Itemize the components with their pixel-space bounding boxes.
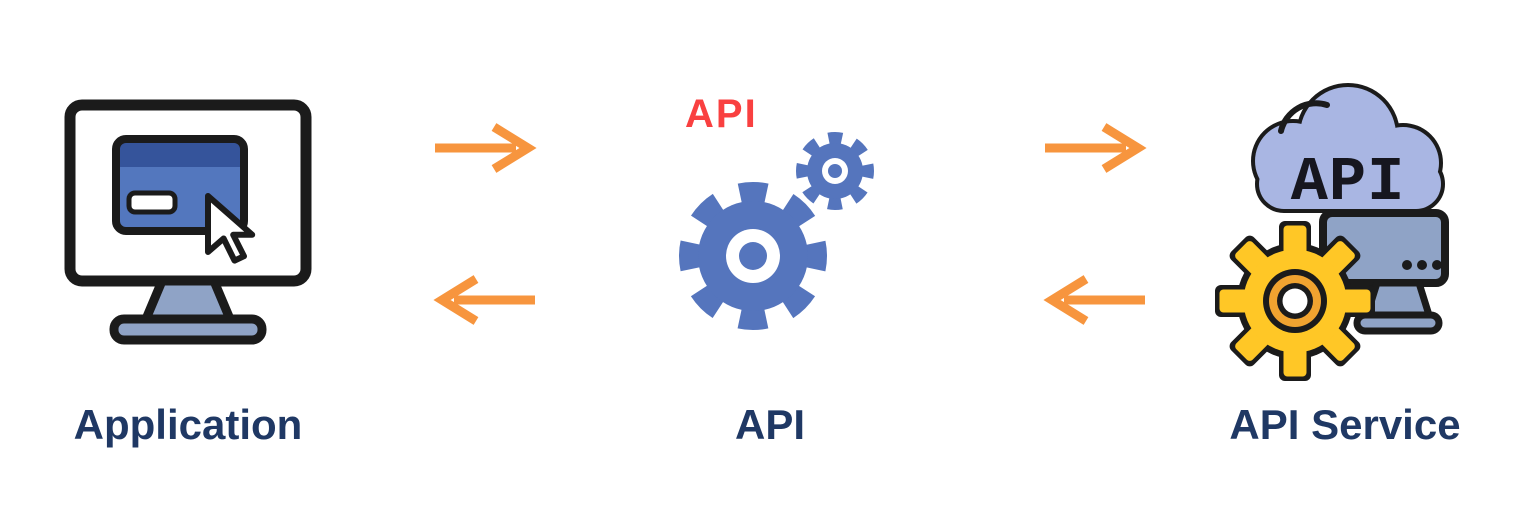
cloud-icon (1251, 82, 1445, 213)
small-gear-icon (796, 131, 874, 210)
application-label: Application (73, 401, 303, 448)
api-red-badge: API (685, 92, 758, 136)
cursor-icon (205, 192, 256, 264)
connector-application-api (430, 120, 542, 328)
monitor-stand (109, 276, 267, 344)
api-service-label: API Service (1229, 401, 1461, 448)
api-gears-icon (679, 131, 874, 330)
yellow-gear-icon (1215, 220, 1375, 381)
arrow-right-icon (1045, 123, 1147, 173)
application-icon-wrap (38, 78, 338, 383)
api-service-icon (1215, 82, 1449, 381)
server-icon (1319, 208, 1449, 334)
arrow-left-icon (1043, 275, 1145, 325)
api-icon-wrap: API (655, 78, 885, 383)
connector-api-service (1040, 120, 1152, 328)
cloud-api-text: API (1290, 147, 1406, 218)
large-gear-icon (679, 181, 827, 330)
application-monitor-icon (64, 99, 312, 344)
node-api: API API (655, 78, 885, 449)
arrow-left-icon (433, 275, 535, 325)
api-service-icon-wrap: API (1190, 70, 1500, 385)
api-label: API (734, 401, 805, 448)
node-api-service: API API Service (1190, 70, 1500, 449)
arrow-right-icon (435, 123, 537, 173)
node-application: Application (38, 78, 338, 449)
